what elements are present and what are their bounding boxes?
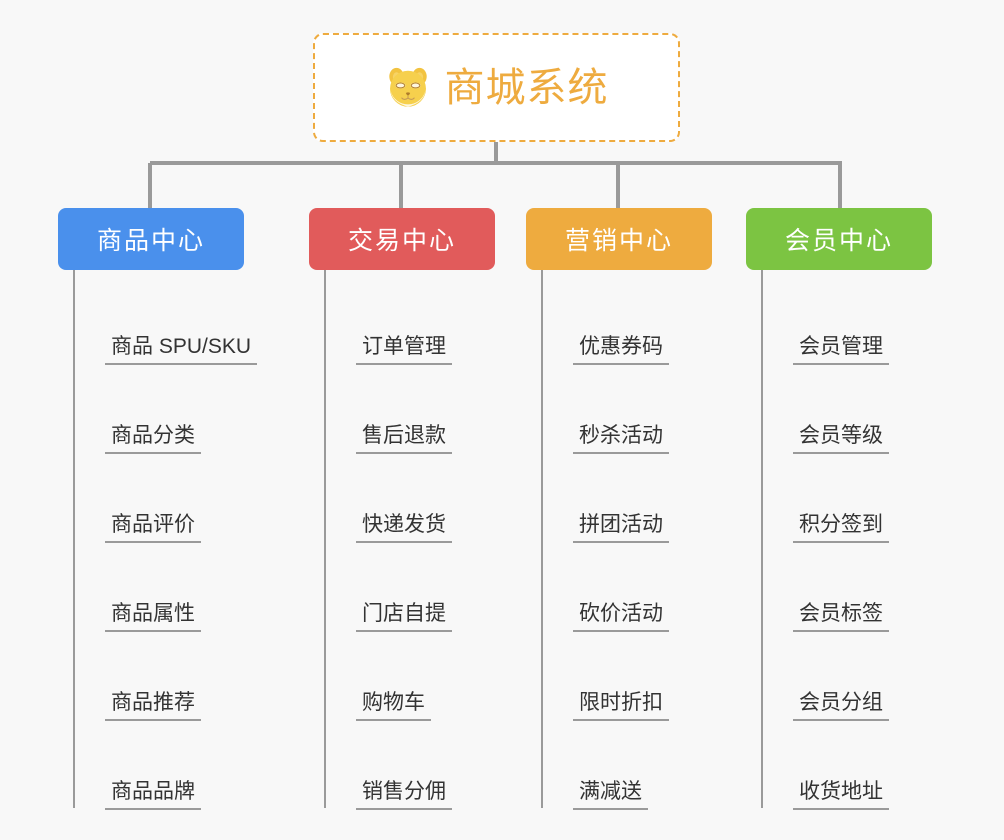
leaf-label: 购物车 <box>356 691 431 721</box>
leaf-label: 商品评价 <box>105 513 201 543</box>
leaf-item[interactable]: 门店自提 <box>356 543 495 632</box>
leaf-label: 订单管理 <box>356 335 452 365</box>
leaf-label: 限时折扣 <box>573 691 669 721</box>
branch-column-3: 会员中心 会员管理 会员等级 积分签到 会员标签 会员分组 收货地址 <box>746 208 932 810</box>
branch-head-label-2: 营销中心 <box>564 227 673 255</box>
leaf-label: 销售分佣 <box>356 780 452 810</box>
leaf-item[interactable]: 会员分组 <box>793 632 932 721</box>
leaf-item[interactable]: 满减送 <box>573 721 712 810</box>
leaf-item[interactable]: 优惠券码 <box>573 276 712 365</box>
leaf-label: 会员分组 <box>793 691 889 721</box>
branch-column-1: 交易中心 订单管理 售后退款 快递发货 门店自提 购物车 销售分佣 <box>309 208 495 810</box>
leaf-list-0: 商品 SPU/SKU 商品分类 商品评价 商品属性 商品推荐 商品品牌 <box>58 270 258 810</box>
leaf-item[interactable]: 拼团活动 <box>573 454 712 543</box>
leaf-label: 商品推荐 <box>105 691 201 721</box>
leaf-label: 快递发货 <box>356 513 452 543</box>
leaf-item[interactable]: 砍价活动 <box>573 543 712 632</box>
leaf-item[interactable]: 快递发货 <box>356 454 495 543</box>
leaf-label: 秒杀活动 <box>573 424 669 454</box>
leaf-item[interactable]: 积分签到 <box>793 454 932 543</box>
leaf-item[interactable]: 销售分佣 <box>356 721 495 810</box>
leaf-label: 积分签到 <box>793 513 889 543</box>
branch-head-label-1: 交易中心 <box>347 227 456 255</box>
branch-column-2: 营销中心 优惠券码 秒杀活动 拼团活动 砍价活动 限时折扣 满减送 <box>526 208 712 810</box>
leaf-item[interactable]: 会员等级 <box>793 365 932 454</box>
branch-head-2[interactable]: 营销中心 <box>526 208 712 270</box>
root-title: 商城系统 <box>444 65 609 110</box>
leaf-list-1: 订单管理 售后退款 快递发货 门店自提 购物车 销售分佣 <box>309 270 495 810</box>
leaf-item[interactable]: 商品分类 <box>105 365 244 454</box>
leaf-list-2: 优惠券码 秒杀活动 拼团活动 砍价活动 限时折扣 满减送 <box>526 270 712 810</box>
leaf-label: 优惠券码 <box>573 335 669 365</box>
leaf-label: 售后退款 <box>356 424 452 454</box>
leaf-label: 商品品牌 <box>105 780 201 810</box>
leaf-label: 会员标签 <box>793 602 889 632</box>
leaf-item[interactable]: 售后退款 <box>356 365 495 454</box>
leaf-label: 砍价活动 <box>573 602 669 632</box>
branch-head-1[interactable]: 交易中心 <box>309 208 495 270</box>
leaf-item[interactable]: 秒杀活动 <box>573 365 712 454</box>
leaf-label: 收货地址 <box>793 780 889 810</box>
leaf-label: 商品属性 <box>105 602 201 632</box>
leaf-item[interactable]: 会员标签 <box>793 543 932 632</box>
branch-head-3[interactable]: 会员中心 <box>746 208 932 270</box>
leaf-list-3: 会员管理 会员等级 积分签到 会员标签 会员分组 收货地址 <box>746 270 932 810</box>
leaf-item[interactable]: 会员管理 <box>793 276 932 365</box>
leaf-label: 商品分类 <box>105 424 201 454</box>
branch-head-0[interactable]: 商品中心 <box>58 208 244 270</box>
shiba-dog-face-icon <box>388 67 427 107</box>
leaf-item[interactable]: 商品属性 <box>105 543 244 632</box>
branch-column-0: 商品中心 商品 SPU/SKU 商品分类 商品评价 商品属性 商品推荐 商品品牌 <box>58 208 258 810</box>
leaf-item[interactable]: 限时折扣 <box>573 632 712 721</box>
root-node[interactable]: 商城系统 <box>313 33 680 142</box>
leaf-label: 门店自提 <box>356 602 452 632</box>
leaf-label: 会员等级 <box>793 424 889 454</box>
branch-head-label-3: 会员中心 <box>784 227 893 255</box>
leaf-item[interactable]: 商品品牌 <box>105 721 244 810</box>
leaf-label: 商品 SPU/SKU <box>105 335 258 365</box>
leaf-label: 满减送 <box>573 780 648 810</box>
leaf-item[interactable]: 订单管理 <box>356 276 495 365</box>
leaf-item[interactable]: 收货地址 <box>793 721 932 810</box>
leaf-item[interactable]: 购物车 <box>356 632 495 721</box>
leaf-item[interactable]: 商品评价 <box>105 454 244 543</box>
leaf-label: 拼团活动 <box>573 513 669 543</box>
leaf-item[interactable]: 商品推荐 <box>105 632 244 721</box>
leaf-item[interactable]: 商品 SPU/SKU <box>105 276 258 365</box>
branch-head-label-0: 商品中心 <box>96 227 205 255</box>
leaf-label: 会员管理 <box>793 335 889 365</box>
